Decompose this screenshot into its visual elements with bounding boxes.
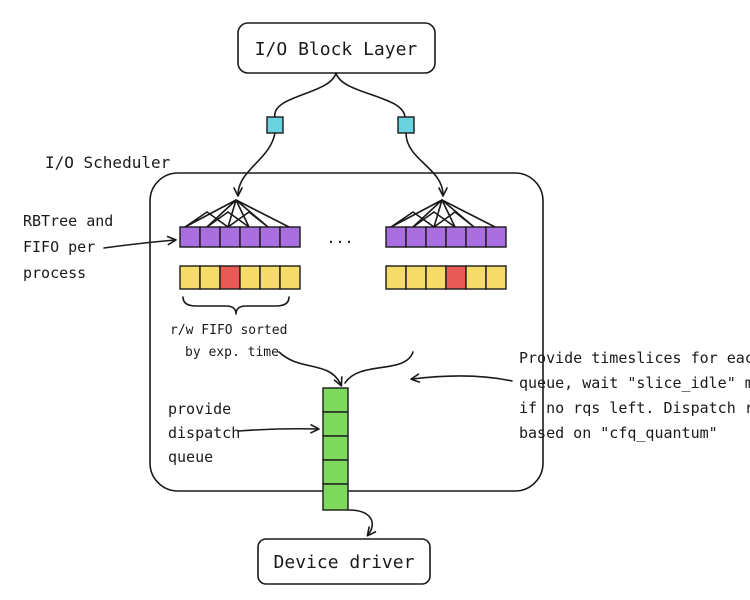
svg-text:r/w FIFO sorted: r/w FIFO sorted (170, 323, 287, 338)
svg-text:by exp. time: by exp. time (185, 345, 279, 360)
svg-text:Provide timeslices for each: Provide timeslices for each (519, 349, 750, 367)
right-rbtree-queue (385, 226, 507, 248)
driver-arrow (348, 509, 377, 537)
device-driver-node: Device driver (257, 538, 431, 585)
io-block-layer-label: I/O Block Layer (255, 39, 418, 60)
svg-text:FIFO per: FIFO per (23, 238, 95, 256)
io-block-layer-node: I/O Block Layer (237, 22, 436, 74)
ellipsis-text: ... (326, 229, 353, 247)
svg-text:dispatch: dispatch (168, 424, 240, 442)
right-branch-line (335, 72, 406, 119)
dispatch-note-arrow (237, 424, 320, 434)
right-fifo-queue (385, 265, 507, 290)
left-connector-square (266, 116, 284, 134)
dispatch-note: provide dispatch queue (168, 400, 240, 466)
left-arrow-to-queue (233, 132, 276, 197)
left-brace (182, 296, 290, 315)
left-process-tree (179, 199, 301, 315)
left-rbtree-queue (179, 226, 301, 248)
rbtree-note: RBTree and FIFO per process (23, 212, 113, 282)
io-scheduler-label: I/O Scheduler (45, 153, 171, 172)
fifo-sorted-note: r/w FIFO sorted by exp. time (170, 323, 287, 360)
svg-text:provide: provide (168, 400, 231, 418)
svg-text:if no rqs left. Dispatch rqs: if no rqs left. Dispatch rqs (519, 399, 750, 417)
device-driver-label: Device driver (274, 552, 415, 573)
timeslices-note-arrow (410, 373, 513, 383)
svg-text:process: process (23, 264, 86, 282)
left-merge-arrow (278, 351, 343, 387)
right-merge-line (344, 351, 414, 384)
right-arrow-to-queue (405, 132, 448, 197)
svg-text:queue, wait "slice_idle" ms: queue, wait "slice_idle" ms (519, 374, 750, 392)
svg-text:based on "cfq_quantum": based on "cfq_quantum" (519, 424, 718, 442)
dispatch-queue (322, 387, 349, 511)
rbtree-note-arrow (103, 235, 177, 249)
timeslices-note: Provide timeslices for each queue, wait … (519, 349, 750, 442)
svg-text:queue: queue (168, 448, 213, 466)
left-fifo-queue (179, 265, 301, 290)
svg-text:RBTree and: RBTree and (23, 212, 113, 230)
right-process-tree (385, 199, 507, 290)
right-connector-square (397, 116, 415, 134)
left-branch-line (274, 72, 337, 119)
